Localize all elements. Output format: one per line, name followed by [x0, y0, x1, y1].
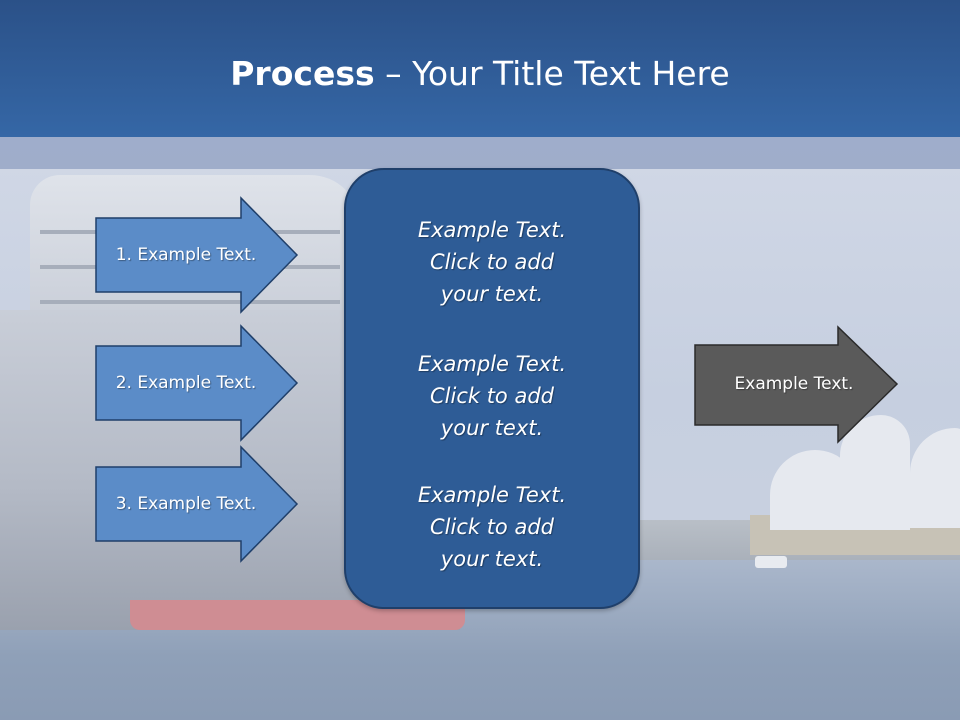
result-arrow[interactable]: Example Text.: [694, 325, 902, 445]
title-bold-part: Process: [230, 54, 375, 93]
step-arrow-2[interactable]: 2. Example Text.: [95, 324, 305, 444]
title-rest: – Your Title Text Here: [374, 54, 730, 93]
ship-deck-line: [40, 300, 340, 304]
header-band: [0, 137, 960, 169]
step-label-2: 2. Example Text.: [115, 373, 257, 393]
opera-house-shell: [840, 415, 910, 530]
text-line: your text.: [440, 282, 544, 306]
text-line: your text.: [440, 547, 544, 571]
step-label-3: 3. Example Text.: [115, 494, 257, 514]
slide-title[interactable]: Process – Your Title Text Here: [0, 52, 960, 96]
text-line: Example Text.: [417, 352, 567, 376]
text-line: your text.: [440, 416, 544, 440]
step-arrow-1[interactable]: 1. Example Text.: [95, 196, 305, 316]
step-label-1: 1. Example Text.: [115, 245, 257, 265]
ferry-boat: [755, 556, 787, 568]
result-label: Example Text.: [734, 374, 854, 394]
opera-house-shell: [910, 428, 960, 528]
center-text-block-1[interactable]: Example Text. Click to add your text.: [346, 214, 638, 310]
center-text-block-3[interactable]: Example Text. Click to add your text.: [346, 479, 638, 575]
text-line: Click to add: [429, 515, 554, 539]
text-line: Click to add: [429, 384, 554, 408]
text-line: Click to add: [429, 250, 554, 274]
text-line: Example Text.: [417, 218, 567, 242]
title-bar: [0, 0, 960, 137]
step-arrow-3[interactable]: 3. Example Text.: [95, 445, 305, 565]
center-text-block-2[interactable]: Example Text. Click to add your text.: [346, 348, 638, 444]
text-line: Example Text.: [417, 483, 567, 507]
center-process-box[interactable]: Example Text. Click to add your text. Ex…: [344, 168, 640, 609]
